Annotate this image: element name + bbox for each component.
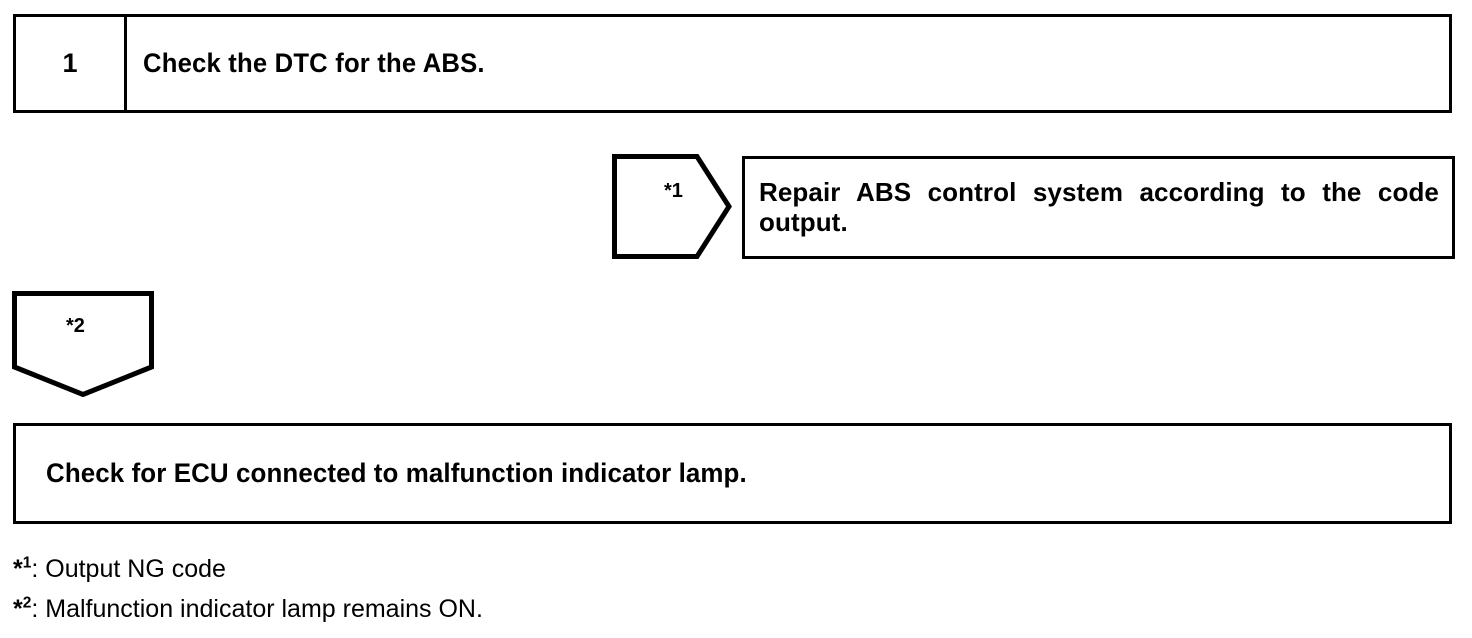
step-title: Check the DTC for the ABS.: [143, 47, 485, 78]
footnote-2-marker: *2: [13, 595, 31, 623]
footnote-1: *1: Output NG code: [13, 550, 913, 590]
footnote-2-separator: :: [31, 594, 39, 623]
footnote-1-separator: :: [31, 555, 39, 583]
footnote-2-number: 2: [22, 594, 32, 612]
final-check-box: Check for ECU connected to malfunction i…: [13, 423, 1452, 524]
branch-arrow-right: *1: [612, 154, 732, 259]
footnote-2: *2: Malfunction indicator lamp remains O…: [13, 590, 913, 630]
continue-arrow-down: *2: [12, 291, 154, 397]
arrow-down-icon: [12, 291, 154, 397]
footnote-1-text: Output NG code: [45, 555, 226, 583]
repair-action-box: Repair ABS control system according to t…: [742, 156, 1455, 259]
footnote-1-marker: *1: [13, 555, 31, 583]
step-title-cell: Check the DTC for the ABS.: [127, 17, 1449, 110]
repair-action-text: Repair ABS control system according to t…: [759, 177, 1439, 237]
step-number: 1: [62, 48, 78, 78]
arrow-right-icon: [612, 154, 732, 259]
footnotes: *1: Output NG code *2: Malfunction indic…: [13, 550, 913, 629]
continue-arrow-label: *2: [66, 315, 85, 337]
step-1-box: 1 Check the DTC for the ABS.: [13, 14, 1452, 113]
footnote-2-asterisk: *: [13, 594, 23, 623]
step-number-cell: 1: [16, 17, 127, 110]
final-check-text: Check for ECU connected to malfunction i…: [46, 457, 747, 488]
footnote-1-number: 1: [22, 554, 32, 572]
footnote-1-asterisk: *: [13, 555, 23, 583]
footnote-2-text: Malfunction indicator lamp remains ON.: [45, 594, 483, 623]
branch-arrow-label: *1: [664, 180, 683, 202]
